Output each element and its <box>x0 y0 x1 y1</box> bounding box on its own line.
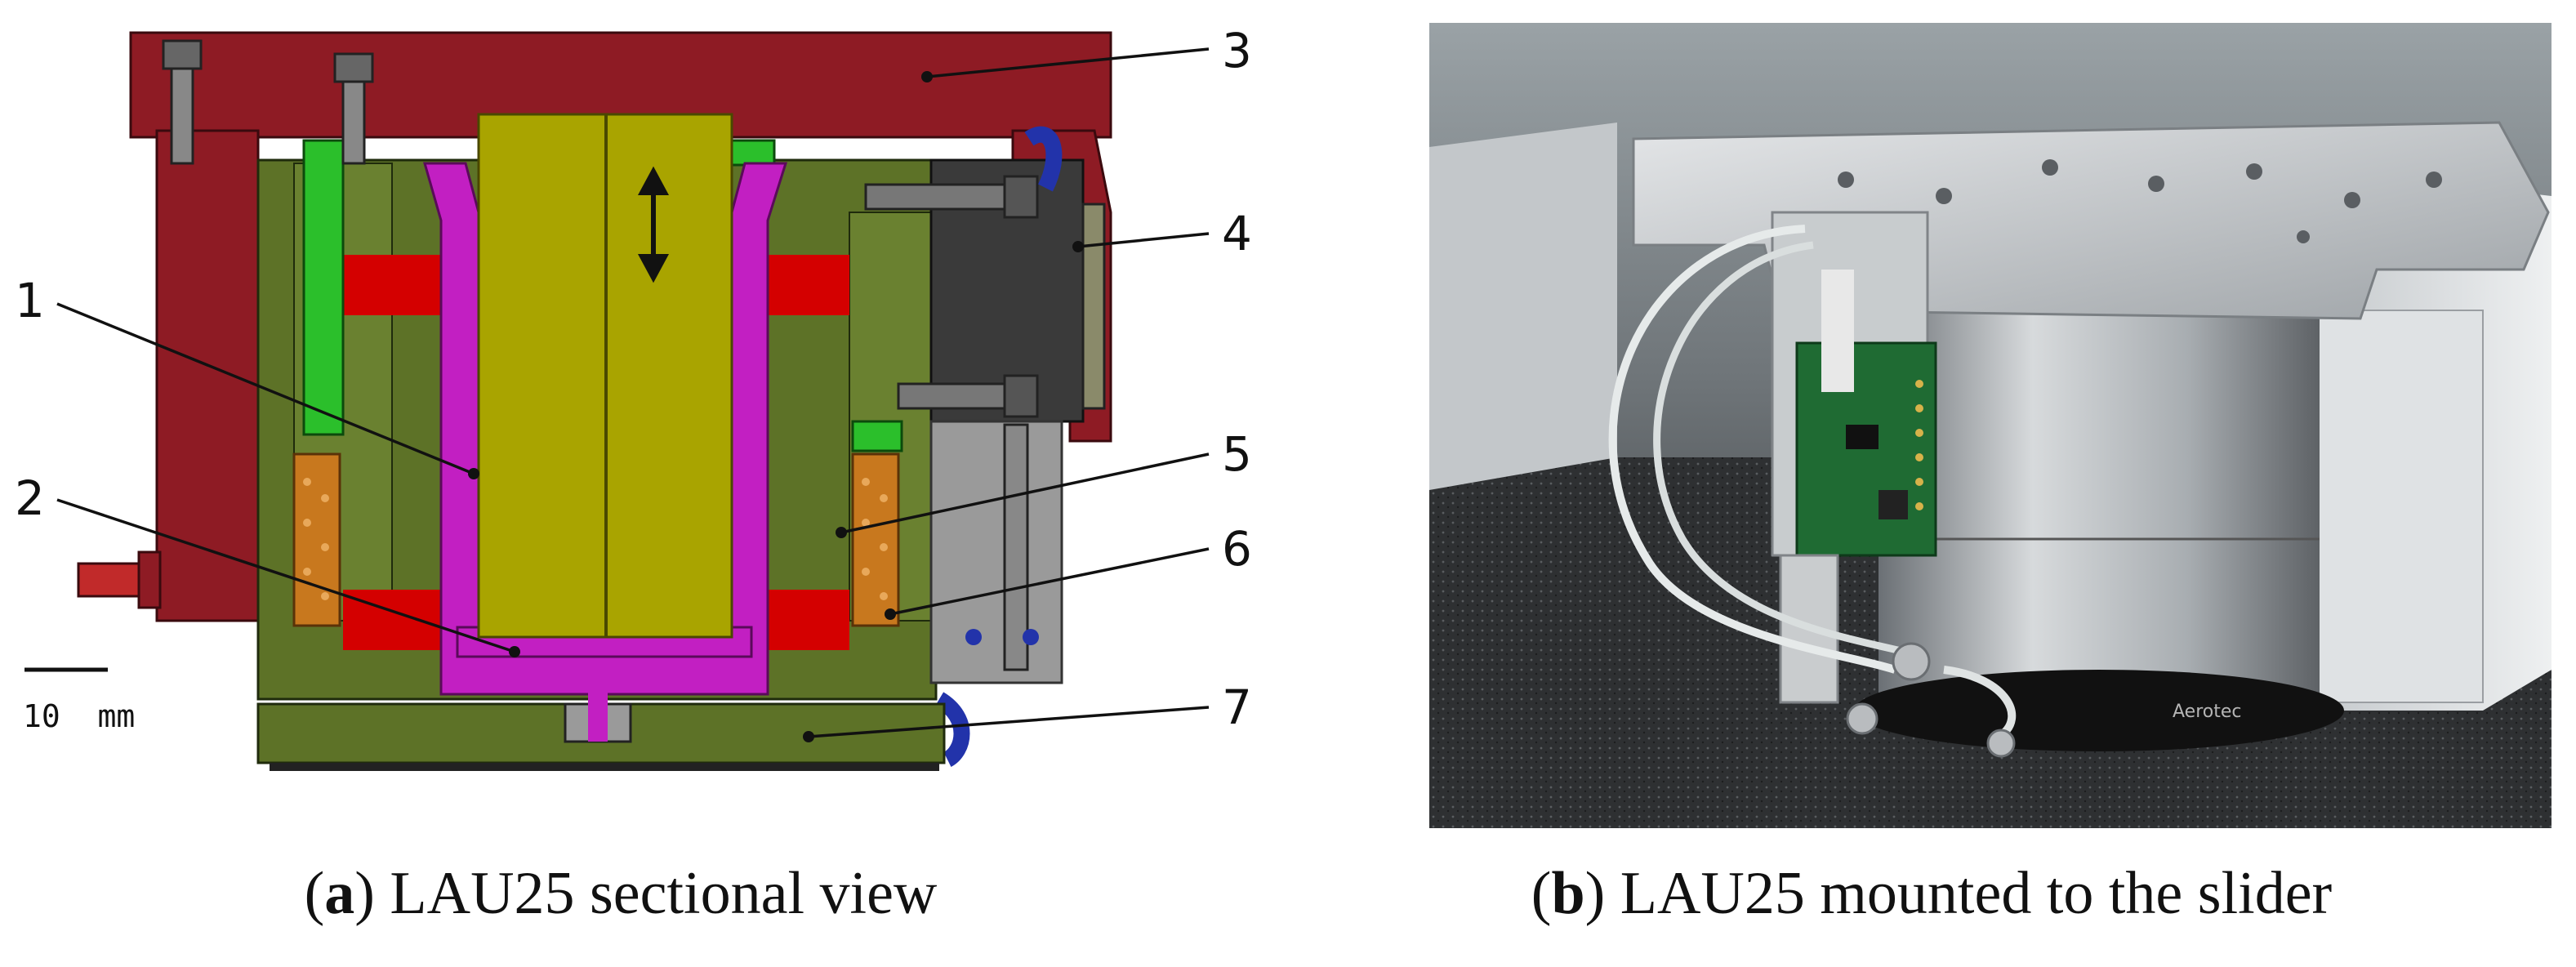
spring-dots <box>303 478 888 600</box>
left-housing <box>155 129 260 622</box>
double-arrow-icon <box>637 166 670 283</box>
caption-b: (b) LAU25 mounted to the slider <box>1531 860 2333 927</box>
tube-inner <box>1653 241 1913 657</box>
caption-a-text: LAU25 sectional view <box>390 860 938 927</box>
spring-left <box>292 452 341 627</box>
fitting-nut <box>1892 642 1931 681</box>
callout-6: 6 <box>1222 521 1252 577</box>
panel-b-photo: Aerotec (b) LAU25 mounted to the slider <box>1274 0 2576 967</box>
caption-b-text: LAU25 mounted to the slider <box>1620 860 2333 927</box>
mounted-photo: Aerotec <box>1429 23 2551 828</box>
coil-left-top <box>343 255 457 315</box>
scale-bar-label: 10 mm <box>23 698 135 734</box>
callout-5: 5 <box>1222 426 1252 482</box>
callout-2: 2 <box>15 470 45 526</box>
tube-outer <box>1608 225 1896 674</box>
caption-a-letter: a <box>324 860 355 927</box>
callout-4: 4 <box>1222 206 1252 261</box>
tube-end <box>1943 666 2017 739</box>
spring-right <box>851 452 900 627</box>
screw-icon <box>864 175 1039 671</box>
clamp-lower <box>929 420 1063 684</box>
caption-a: (a) LAU25 sectional view <box>304 860 938 927</box>
right-plate <box>1081 203 1106 410</box>
callout-1: 1 <box>15 273 45 328</box>
hose-top <box>1024 126 1063 192</box>
green-fitting-right <box>851 420 903 452</box>
callout-7: 7 <box>1222 680 1252 735</box>
lens-brand-text: Aerotec <box>2173 702 2241 722</box>
leader-lines <box>56 47 1210 738</box>
cylinder <box>1879 294 2320 702</box>
hose-bottom <box>934 692 970 767</box>
green-tube <box>302 139 345 436</box>
green-fitting-top <box>724 139 776 167</box>
hose-fitting-icon <box>77 550 162 609</box>
caption-b-letter: b <box>1551 860 1585 927</box>
cylinder-base <box>1854 670 2344 751</box>
carriage-left <box>1429 123 1617 490</box>
leader-dots <box>468 71 1084 742</box>
callout-3: 3 <box>1222 23 1252 78</box>
sectional-drawing: 1 2 3 4 5 6 7 10 mm <box>15 23 1252 771</box>
panel-a-sectional-view: 1 2 3 4 5 6 7 10 mm (a) LAU25 sectional … <box>0 0 1274 967</box>
